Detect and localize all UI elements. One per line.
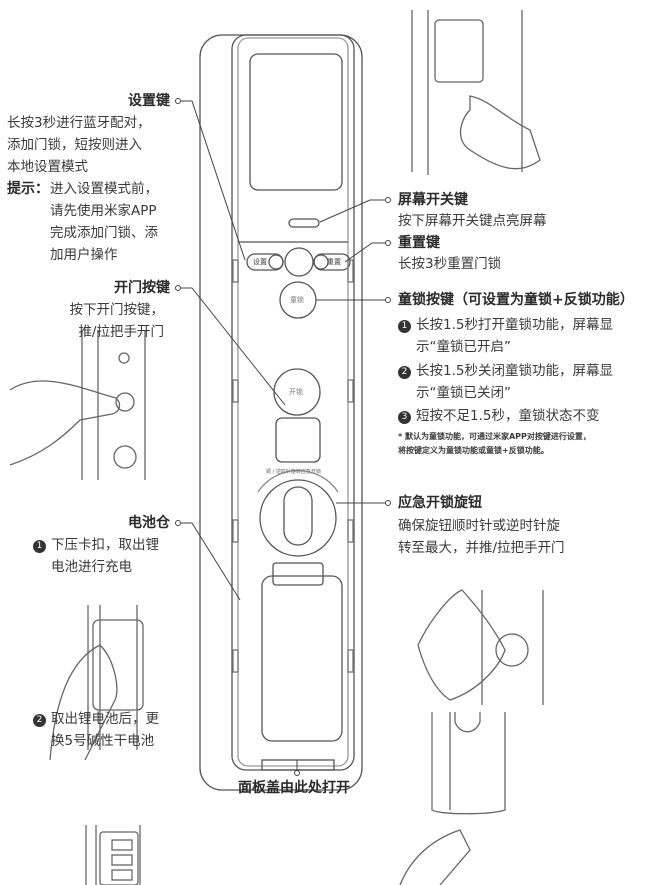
emergency-knob-title: 应急开锁旋钮	[398, 495, 482, 511]
hand-battery-illustration	[49, 605, 144, 761]
hand-knob-illustration	[417, 589, 544, 705]
knob-arc-label: 顺 / 逆时针旋转应急开锁	[266, 469, 321, 475]
emergency-knob	[259, 479, 337, 557]
emergency-knob-desc: 确保旋钮顺时针或逆时针旋 转至最大，并推/拉把手开门	[398, 518, 565, 556]
child-lock-button-label[interactable]: 童锁	[290, 296, 304, 304]
battery-title: 电池仓	[128, 515, 170, 531]
battery-tab	[272, 562, 324, 586]
tip-text: 进入设置模式前， 请先使用米家APP 完成添加门锁、添 加用户操作	[50, 181, 158, 263]
tip-label: 提示：	[7, 181, 49, 197]
reset-key-desc: 长按3秒重置门锁	[398, 256, 502, 272]
open-key-desc: 按下开门按键， 推/拉把手开门	[69, 302, 165, 340]
setting-button-label[interactable]: 设置	[253, 258, 267, 266]
reset-button-label[interactable]: 重置	[327, 258, 341, 266]
setting-key-desc: 长按3秒进行蓝牙配对， 添加门锁，短按则进入 本地设置模式	[7, 115, 151, 175]
lock-bottom-illustration	[399, 712, 506, 885]
center-sensor	[284, 247, 314, 277]
hand-unlock-illustration	[9, 330, 146, 480]
setting-key-title: 设置键	[128, 93, 170, 109]
step-2-badge: 2	[33, 714, 46, 727]
hand-screen-illustration	[411, 10, 541, 175]
unlock-button	[273, 368, 321, 416]
battery-cover	[261, 575, 343, 742]
unlock-button-label[interactable]: 开锁	[289, 388, 303, 396]
fingerprint-sensor	[275, 417, 321, 463]
screen-key-title: 屏幕开关键	[398, 192, 468, 208]
panel-cover-label: 面板盖由此处打开	[238, 780, 350, 796]
battery-compartment-illustration	[85, 825, 141, 885]
open-key-title: 开门按键	[114, 280, 170, 296]
child-key-title: 童锁按键（可设置为童锁+反锁功能）	[398, 292, 634, 308]
lock-body	[199, 34, 363, 791]
screen-key-desc: 按下屏幕开关键点亮屏幕	[398, 213, 547, 229]
child-key-note: * 默认为童锁功能，可通过米家APP对按键进行设置， 将按键定义为童锁功能或童锁…	[398, 432, 591, 455]
screen-switch	[288, 218, 320, 228]
reset-key-title: 重置键	[398, 235, 440, 251]
screen	[249, 53, 343, 191]
step-1-badge: 1	[33, 540, 46, 553]
